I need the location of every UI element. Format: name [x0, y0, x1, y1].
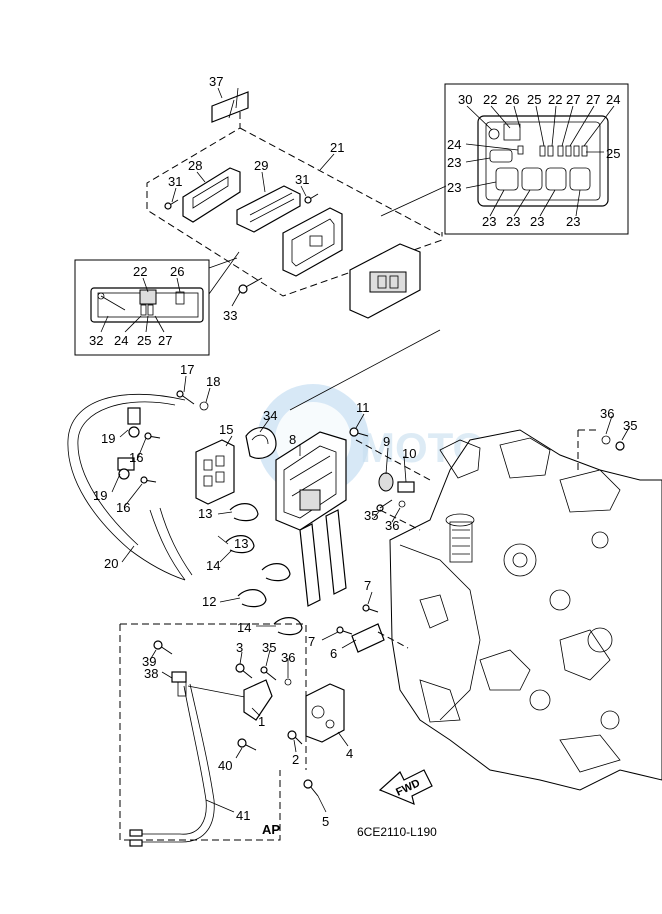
inset-right-label: 22: [483, 92, 497, 107]
callout-13: 13: [234, 536, 248, 551]
inset-left-label: 27: [158, 333, 172, 348]
inset-left-label: 24: [114, 333, 128, 348]
harness-assembly: [67, 329, 631, 653]
callout-8: 8: [289, 432, 296, 447]
callout-33: 33: [223, 308, 237, 323]
callouts: 37 21 28 29 31 31 33 17 18 19 16 19 16 1…: [93, 74, 637, 829]
callout-35: 35: [364, 508, 378, 523]
ap-label: AP: [262, 822, 280, 837]
callout-1: 1: [258, 714, 265, 729]
inset-right-label: 30: [458, 92, 472, 107]
engine-block: [389, 429, 662, 791]
fwd-arrow: FWD: [378, 769, 433, 806]
callout-41: 41: [236, 808, 250, 823]
callout-7: 7: [308, 634, 315, 649]
callout-16: 16: [116, 500, 130, 515]
inset-right-label: 23: [530, 214, 544, 229]
callout-20: 20: [104, 556, 118, 571]
callout-16: 16: [129, 450, 143, 465]
inset-right-label: 23: [482, 214, 496, 229]
inset-right-label: 23: [566, 214, 580, 229]
callout-36: 36: [385, 518, 399, 533]
ecu-assembly: [146, 87, 447, 319]
callout-39: 39: [142, 654, 156, 669]
callout-36: 36: [281, 650, 295, 665]
callout-38: 38: [144, 666, 158, 681]
inset-right-label: 22: [548, 92, 562, 107]
callout-19: 19: [93, 488, 107, 503]
callout-17: 17: [180, 362, 194, 377]
callout-21: 21: [330, 140, 344, 155]
inset-right-label: 25: [527, 92, 541, 107]
ap-assembly: [119, 623, 349, 847]
callout-14: 14: [237, 620, 251, 635]
inset-right-label: 25: [606, 146, 620, 161]
inset-right-label: 24: [606, 92, 620, 107]
inset-right-label: 24: [447, 137, 461, 152]
inset-right-label: 26: [505, 92, 519, 107]
inset-left-label: 26: [170, 264, 184, 279]
callout-31: 31: [295, 172, 309, 187]
callout-6: 6: [330, 646, 337, 661]
inset-right: 30 22 26 25 22 27 27 24 24 23 23 25 23 2…: [444, 83, 629, 235]
callout-29: 29: [254, 158, 268, 173]
callout-9: 9: [383, 434, 390, 449]
inset-right-label: 23: [447, 155, 461, 170]
callout-2: 2: [292, 752, 299, 767]
callout-14: 14: [206, 558, 220, 573]
callout-12: 12: [202, 594, 216, 609]
callout-35: 35: [262, 640, 276, 655]
inset-right-label: 23: [447, 180, 461, 195]
callout-15: 15: [219, 422, 233, 437]
callout-18: 18: [206, 374, 220, 389]
callout-13: 13: [198, 506, 212, 521]
callout-3: 3: [236, 640, 243, 655]
callout-19: 19: [101, 431, 115, 446]
callout-11: 11: [356, 400, 370, 415]
drawing-code: 6CE2110-L190: [357, 825, 437, 839]
inset-right-label: 23: [506, 214, 520, 229]
inset-left: 22 26 32 24 25 27: [74, 259, 210, 356]
inset-left-label: 25: [137, 333, 151, 348]
callout-37: 37: [209, 74, 223, 89]
callout-34: 34: [263, 408, 277, 423]
callout-5: 5: [322, 814, 329, 829]
inset-right-label: 27: [586, 92, 600, 107]
callout-28: 28: [188, 158, 202, 173]
inset-left-label: 22: [133, 264, 147, 279]
callout-4: 4: [346, 746, 353, 761]
inset-left-label: 32: [89, 333, 103, 348]
callout-40: 40: [218, 758, 232, 773]
callout-31: 31: [168, 174, 182, 189]
callout-35: 35: [623, 418, 637, 433]
inset-right-label: 27: [566, 92, 580, 107]
callout-10: 10: [402, 446, 416, 461]
callout-7: 7: [364, 578, 371, 593]
callout-36: 36: [600, 406, 614, 421]
